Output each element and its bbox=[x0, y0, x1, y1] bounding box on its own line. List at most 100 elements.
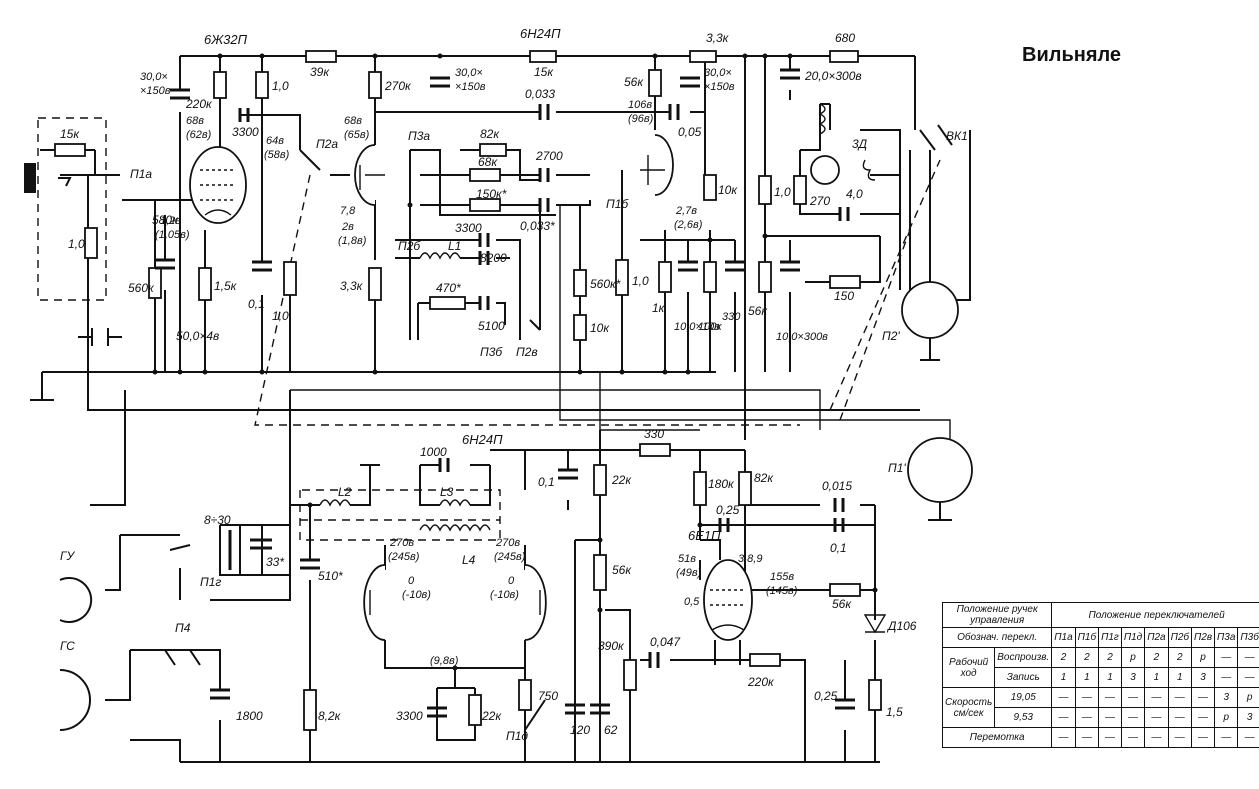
label: L3 bbox=[440, 485, 454, 499]
label: 2,7в bbox=[675, 205, 697, 217]
label: 106в bbox=[628, 99, 652, 111]
label: 56к bbox=[832, 597, 852, 611]
label: П1г bbox=[200, 575, 221, 589]
label: 3300 bbox=[455, 221, 482, 235]
table-cell: р bbox=[1120, 647, 1146, 668]
label: 560к bbox=[128, 281, 155, 295]
label: 510* bbox=[318, 569, 343, 583]
label: 270к bbox=[384, 79, 412, 93]
table-cell: — bbox=[1074, 727, 1100, 748]
component-labels: 39к 15к 3,3к 680 30,0× ×150в 220к 1,0 30… bbox=[60, 31, 968, 743]
table-cell: — bbox=[1237, 647, 1259, 668]
label: 1000 bbox=[420, 445, 447, 459]
table-cell: — bbox=[1144, 687, 1169, 708]
label: 1800 bbox=[236, 709, 263, 723]
table-cell: — bbox=[1120, 687, 1146, 708]
label: (-10в) bbox=[490, 589, 519, 601]
label: 100к bbox=[698, 321, 722, 333]
label: 1,0 bbox=[272, 79, 289, 93]
connector-p1 bbox=[907, 437, 973, 503]
label: 0,25 bbox=[716, 503, 740, 517]
table-cell: 2 bbox=[1051, 647, 1076, 668]
table-row: Рабочий ход Воспроизв. 2 2 2 р 2 2 р — — bbox=[941, 647, 1259, 688]
label: 64в bbox=[266, 135, 284, 147]
table-cell: — bbox=[1120, 727, 1146, 748]
label: 150 bbox=[834, 289, 854, 303]
head-gu bbox=[59, 577, 93, 623]
table-cell: — bbox=[1191, 687, 1216, 708]
table-rewind: Перемотка bbox=[941, 727, 1053, 748]
table-cell: — bbox=[1051, 707, 1076, 728]
label: 68в bbox=[344, 115, 362, 127]
label: 2700 bbox=[535, 149, 563, 163]
table-cell: 1 bbox=[1074, 667, 1100, 688]
label: (245в) bbox=[388, 551, 420, 563]
label: (145в) bbox=[766, 585, 798, 597]
label: 30,0× bbox=[140, 71, 168, 83]
label: 330 bbox=[644, 427, 664, 441]
label: П1б bbox=[606, 197, 629, 211]
table-group: Рабочий ход bbox=[941, 647, 996, 688]
table-cell: р bbox=[1191, 647, 1216, 668]
tube-v3 bbox=[363, 564, 547, 641]
table-cell: 3 bbox=[1214, 687, 1239, 708]
label: 51в bbox=[678, 553, 696, 565]
label: 50,0×4в bbox=[176, 329, 219, 343]
table-cell: 1 bbox=[1167, 667, 1193, 688]
label: 5100 bbox=[478, 319, 505, 333]
resistors bbox=[54, 50, 882, 731]
label: 68к bbox=[478, 155, 498, 169]
label: 750 bbox=[538, 689, 558, 703]
table-cell: — bbox=[1214, 727, 1239, 748]
label: 3Д bbox=[852, 137, 868, 151]
label: ГУ bbox=[60, 549, 76, 563]
tube-v2 bbox=[354, 144, 385, 206]
label: 22к bbox=[481, 709, 502, 723]
label: 0 bbox=[508, 575, 515, 587]
table-cell: — bbox=[1144, 727, 1169, 748]
connectors bbox=[24, 163, 973, 731]
table-col-header: П2а bbox=[1144, 627, 1169, 648]
table-row: Запись 1 1 1 3 1 1 3 — — bbox=[943, 667, 1259, 688]
table-cell: 3 bbox=[1191, 667, 1216, 688]
label: 8÷30 bbox=[204, 513, 231, 527]
table-cell: р bbox=[1214, 707, 1239, 728]
label: (49в) bbox=[676, 567, 702, 579]
label: П1д bbox=[506, 729, 528, 743]
capacitors bbox=[155, 68, 855, 718]
label: 155в bbox=[770, 571, 794, 583]
table-row: Перемотка — — — — — — — — — bbox=[941, 727, 1259, 748]
table-header-left: Положение ручек управления bbox=[941, 602, 1053, 628]
table-cell: 1 bbox=[1098, 667, 1122, 688]
table-col-header: П3б bbox=[1237, 627, 1259, 648]
tube-v3-label: 6Н24П bbox=[462, 432, 503, 447]
head-gs bbox=[59, 669, 91, 731]
label: 560к* bbox=[590, 277, 621, 291]
label: 1,5 bbox=[886, 705, 903, 719]
table-group: Скорость см/сек bbox=[941, 687, 996, 728]
label: (65в) bbox=[344, 129, 370, 141]
label: 3300 bbox=[232, 125, 259, 139]
bottom-wiring bbox=[90, 390, 880, 763]
label: 0,033* bbox=[520, 219, 555, 233]
label: 220к bbox=[185, 97, 213, 111]
label: П2а bbox=[316, 137, 338, 151]
label: 3300 bbox=[396, 709, 423, 723]
table-cell: 2 bbox=[1098, 647, 1122, 668]
table-cell: — bbox=[1237, 667, 1259, 688]
label: 1,0 bbox=[774, 185, 791, 199]
table-cell: 3 bbox=[1120, 667, 1146, 688]
table-col-header: П2в bbox=[1191, 627, 1216, 648]
label: 0,1 bbox=[830, 541, 847, 555]
label: 82к bbox=[480, 127, 500, 141]
label: 7,8 bbox=[340, 205, 356, 217]
label: 270 bbox=[809, 194, 830, 208]
table-cell: — bbox=[1237, 727, 1259, 748]
tube-v4 bbox=[703, 559, 753, 641]
table-cell: 1 bbox=[1144, 667, 1169, 688]
table-col-header: П1д bbox=[1120, 627, 1146, 648]
table-cell: — bbox=[1144, 707, 1169, 728]
table-row: Скорость см/сек 19,05 — — — — — — — 3 р bbox=[941, 687, 1259, 728]
label: 30,0× bbox=[455, 67, 483, 79]
